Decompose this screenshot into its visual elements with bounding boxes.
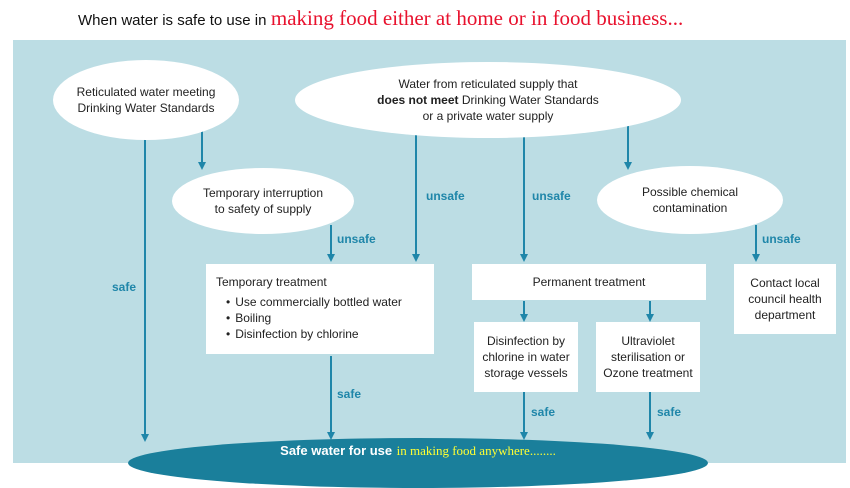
node-disinfection-line2: chlorine in water xyxy=(482,350,570,364)
node-contact-line2: council health xyxy=(748,292,822,306)
node-not-meet-rest: Drinking Water Standards xyxy=(458,93,599,107)
node-temp-interruption-line1: Temporary interruption xyxy=(202,186,324,200)
node-reticulated-standard: Reticulated water meeting Drinking Water… xyxy=(53,60,239,140)
node-disinfection-line1: Disinfection by xyxy=(486,334,566,348)
result-extra-text: in making food anywhere........ xyxy=(396,443,556,458)
label-unsafe-notmeet-mid: unsafe xyxy=(532,189,571,203)
temp-treatment-title: Temporary treatment xyxy=(216,275,327,289)
temp-treatment-item: Disinfection by chlorine xyxy=(226,326,434,342)
label-unsafe-notmeet-left: unsafe xyxy=(426,189,465,203)
node-permanent-treatment: Permanent treatment xyxy=(472,264,706,300)
result-label: Safe water for use in making food anywhe… xyxy=(128,442,708,460)
node-uv-line2: sterilisation or xyxy=(610,350,685,364)
label-safe-left: safe xyxy=(112,280,137,294)
node-chemical-line2: contamination xyxy=(652,201,728,215)
label-unsafe-interruption: unsafe xyxy=(337,232,376,246)
node-contact-line1: Contact local xyxy=(750,276,820,290)
flow-arrows xyxy=(141,122,760,442)
title-highlight: making food either at home or in food bu… xyxy=(270,6,684,30)
node-chemical-line1: Possible chemical xyxy=(641,185,739,199)
node-not-meet-line1: Water from reticulated supply that xyxy=(398,77,578,91)
node-disinfection: Disinfection by chlorine in water storag… xyxy=(474,322,578,392)
page-title: When water is safe to use in making food… xyxy=(78,6,683,31)
node-uv-line3: Ozone treatment xyxy=(603,366,693,380)
node-contact-council: Contact local council health department xyxy=(734,264,836,334)
node-not-meet-standards: Water from reticulated supply that does … xyxy=(295,62,681,138)
temp-treatment-item: Boiling xyxy=(226,310,434,326)
label-safe-disinfection: safe xyxy=(531,405,556,419)
label-safe-uv: safe xyxy=(657,405,682,419)
permanent-treatment-label: Permanent treatment xyxy=(532,275,646,289)
label-safe-temp: safe xyxy=(337,387,362,401)
node-not-meet-line2: does not meet Drinking Water Standards xyxy=(377,92,599,108)
node-temporary-treatment: Temporary treatment Use commercially bot… xyxy=(206,264,434,354)
temp-treatment-list: Use commercially bottled water Boiling D… xyxy=(216,294,434,342)
node-uv-line1: Ultraviolet xyxy=(621,334,675,348)
node-not-meet-bold: does not meet xyxy=(377,93,459,107)
node-reticulated-standard-line2: Drinking Water Standards xyxy=(77,101,215,115)
temp-treatment-item: Use commercially bottled water xyxy=(226,294,434,310)
node-disinfection-line3: storage vessels xyxy=(484,366,568,380)
node-not-meet-line3: or a private water supply xyxy=(422,109,554,123)
node-temp-interruption-line2: to safety of supply xyxy=(214,202,312,216)
node-uv-ozone: Ultraviolet sterilisation or Ozone treat… xyxy=(596,322,700,392)
node-reticulated-standard-line1: Reticulated water meeting xyxy=(76,85,216,99)
node-contact-line3: department xyxy=(754,308,816,322)
title-lead: When water is safe to use in xyxy=(78,12,267,29)
node-chemical-contamination: Possible chemical contamination xyxy=(597,166,783,234)
node-temp-interruption: Temporary interruption to safety of supp… xyxy=(172,168,354,234)
label-unsafe-chemical: unsafe xyxy=(762,232,801,246)
result-main-text: Safe water for use xyxy=(280,443,393,458)
